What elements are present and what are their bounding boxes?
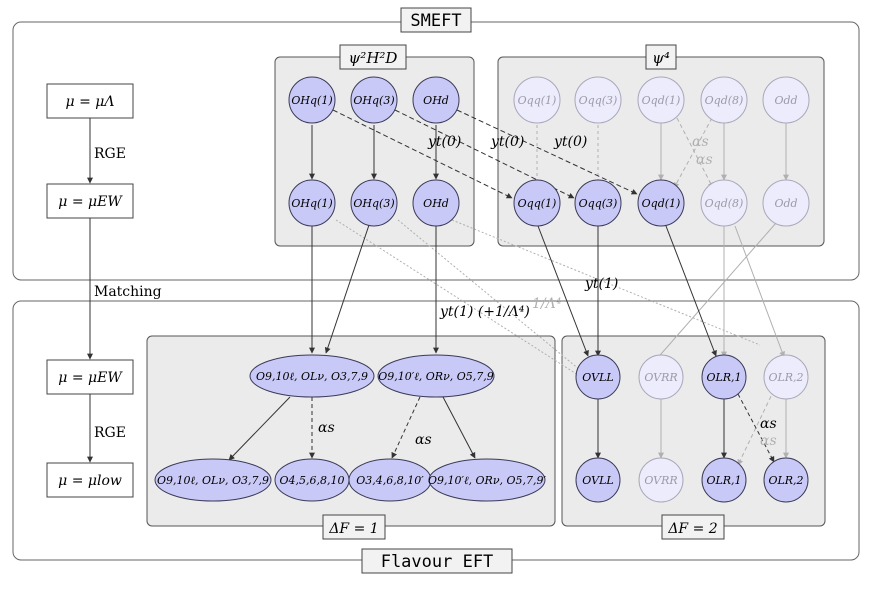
svg-text:Oqq(3): Oqq(3) [579,94,618,107]
op-qd8-ew: Oqd(8) [700,179,748,227]
svg-text:OLR,1: OLR,1 [706,474,741,487]
svg-text:OHq(3): OHq(3) [353,197,394,210]
coupling-lambda4-faded: 1/Λ⁴ [532,296,562,312]
op-vrr-ew: OVRR [638,354,684,400]
active-connections [228,109,775,463]
op-df1-right-low: O9,10′ℓ, ORν, O5,7,9′ [428,458,547,502]
op-lr1-ew: OLR,1 [701,354,747,400]
coupling-yt0-b: yt(0) [490,134,524,150]
op-df1-mid-right-low: O3,4,6,8,10′ [348,458,432,502]
svg-text:OHd: OHd [423,197,449,210]
op-dd-top: Odd [762,76,810,124]
op-vrr-low: OVRR [638,457,684,503]
coupling-yt1-lambda: yt(1) (+1/Λ⁴) [439,304,530,320]
coupling-alpha-s-df2-b: αs [760,433,777,449]
svg-text:O9,10′ℓ, ORν, O5,7,9: O9,10′ℓ, ORν, O5,7,9 [378,370,494,383]
op-qq1-ew: Oqq(1) [513,179,561,227]
coupling-yt0-a: yt(0) [427,134,461,150]
svg-text:Oqq(1): Oqq(1) [518,197,557,210]
matching-label: Matching [94,284,162,300]
svg-text:Oqd(1): Oqd(1) [642,197,681,210]
op-lr2-low: OLR,2 [763,457,809,503]
svg-text:Odd: Odd [774,197,797,210]
svg-text:OLR,2: OLR,2 [768,474,803,487]
svg-text:OHq(3): OHq(3) [353,94,394,107]
coupling-alpha-s-smeft-b: αs [696,152,713,168]
svg-text:OHq(1): OHq(1) [291,94,332,107]
coupling-yt0-c: yt(0) [553,134,587,150]
flavour-eft-title: Flavour EFT [381,552,494,572]
rge-bottom-label: RGE [94,425,126,441]
svg-text:O9,10ℓ, OLν, O3,7,9: O9,10ℓ, OLν, O3,7,9 [157,474,269,487]
op-df1-left-ew: O9,10ℓ, OLν, O3,7,9 [249,354,375,398]
svg-text:Oqd(8): Oqd(8) [705,94,744,107]
svg-text:O9,10ℓ, OLν, O3,7,9: O9,10ℓ, OLν, O3,7,9 [256,370,368,383]
svg-text:OVRR: OVRR [644,474,677,487]
scale-low: μ = μlow [58,473,122,489]
coupling-alpha-s-df2-a: αs [760,416,777,432]
op-hq3-top: OHq(3) [350,76,398,124]
fourfermion-title: ψ⁴ [652,49,670,67]
op-vll-low: OVLL [575,457,621,503]
op-hd-top: OHd [412,76,460,124]
op-df1-left-low: O9,10ℓ, OLν, O3,7,9 [154,458,272,502]
svg-text:OHd: OHd [423,94,449,107]
scale-ew-bottom: μ = μEW [58,370,123,386]
coupling-alpha-s-smeft-a: αs [692,134,709,150]
svg-text:OHq(1): OHq(1) [291,197,332,210]
op-df1-mid-left-low: O4,5,6,8,10 [274,458,350,502]
svg-text:Odd: Odd [774,94,797,107]
coupling-yt1-match: yt(1) [584,276,618,292]
op-hd-ew: OHd [412,179,460,227]
svg-text:OVRR: OVRR [644,371,677,384]
rge-top-label: RGE [94,146,126,162]
smeft-title: SMEFT [410,11,461,31]
op-hq3-ew: OHq(3) [350,179,398,227]
svg-text:Oqd(8): Oqd(8) [705,197,744,210]
bosonic-title: ψ²H²D [349,49,398,67]
op-hq1-ew: OHq(1) [288,179,336,227]
faded-connections [335,117,789,466]
op-lr1-low: OLR,1 [701,457,747,503]
df2-title: ΔF = 2 [667,521,717,537]
op-qq1-top: Oqq(1) [513,76,561,124]
op-qq3-top: Oqq(3) [574,76,622,124]
op-dd-ew: Odd [762,179,810,227]
scale-ew-top: μ = μEW [58,194,123,210]
svg-text:OLR,2: OLR,2 [768,371,803,384]
coupling-alpha-s-df1-b: αs [415,432,432,448]
op-hq1-top: OHq(1) [288,76,336,124]
svg-text:O9,10′ℓ, ORν, O5,7,9′: O9,10′ℓ, ORν, O5,7,9′ [428,474,547,487]
svg-text:OVLL: OVLL [582,474,613,487]
svg-text:O4,5,6,8,10: O4,5,6,8,10 [280,474,345,487]
svg-text:Oqq(3): Oqq(3) [579,197,618,210]
coupling-alpha-s-df1-a: αs [318,420,335,436]
op-qd1-ew: Oqd(1) [637,179,685,227]
svg-text:O3,4,6,8,10′: O3,4,6,8,10′ [356,474,424,487]
df1-title: ΔF = 1 [328,521,378,537]
svg-text:OVLL: OVLL [582,371,613,384]
op-qd1-top: Oqd(1) [637,76,685,124]
op-qd8-top: Oqd(8) [700,76,748,124]
op-df1-right-ew: O9,10′ℓ, ORν, O5,7,9 [377,354,495,398]
scale-lambda: μ = μΛ [66,94,115,110]
op-vll-ew: OVLL [575,354,621,400]
svg-text:Oqd(1): Oqd(1) [642,94,681,107]
op-lr2-ew: OLR,2 [763,354,809,400]
svg-text:Oqq(1): Oqq(1) [518,94,557,107]
svg-text:OLR,1: OLR,1 [706,371,741,384]
op-qq3-ew: Oqq(3) [574,179,622,227]
